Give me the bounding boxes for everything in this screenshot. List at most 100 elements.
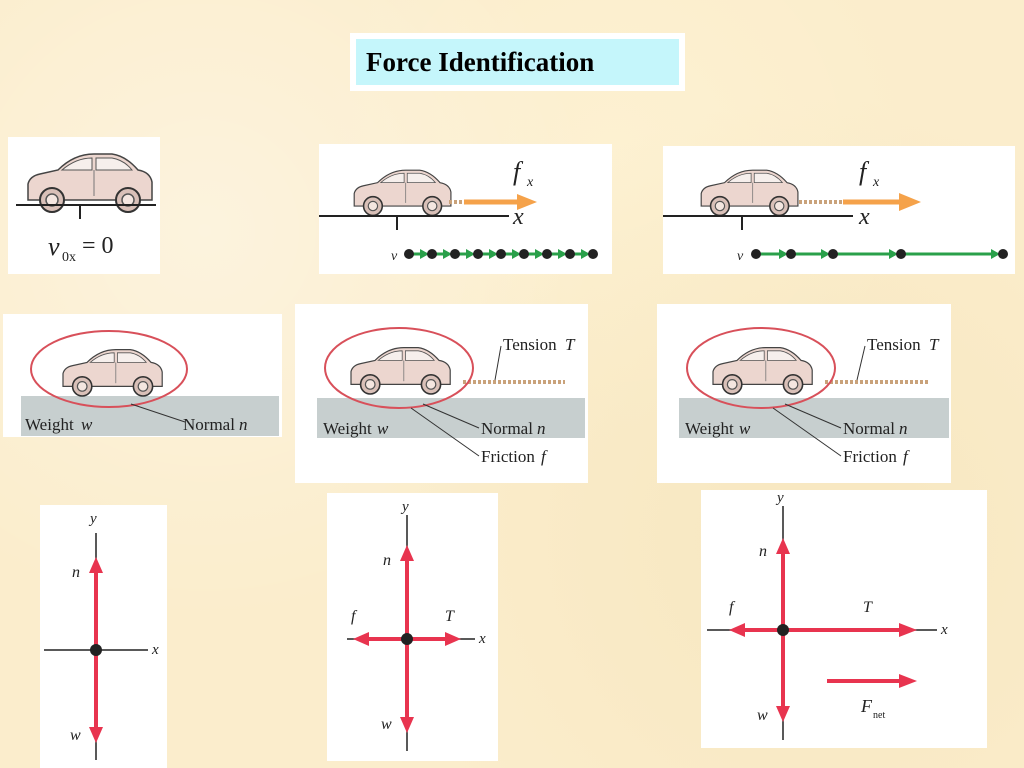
position-dot (896, 249, 906, 259)
friction-force-arrow-head (729, 623, 745, 637)
normal-force-label: n (383, 552, 391, 569)
position-dot (998, 249, 1008, 259)
ground-surface (21, 396, 279, 436)
ground-surface (317, 398, 585, 438)
tension-leader-line (494, 345, 502, 381)
fbd-net-force-diagram: y x n w f T F net (707, 490, 948, 740)
fx-arrow-head (517, 194, 537, 210)
weight-symbol: w (81, 415, 93, 434)
friction-force-arrow-head (353, 632, 369, 646)
normal-force-arrow-head (776, 538, 790, 554)
normal-symbol: n (537, 419, 546, 438)
friction-force-label: f (729, 599, 736, 616)
position-dot (588, 249, 598, 259)
title-box: Force Identification (350, 33, 685, 91)
velocity-vector-head (466, 249, 475, 259)
velocity-dots (751, 249, 1008, 259)
weight-force-label: w (70, 727, 81, 744)
tension-force-arrow-head (899, 623, 917, 637)
velocity-vector-head (489, 249, 498, 259)
position-dot (786, 249, 796, 259)
fx-label: f (513, 157, 524, 186)
car-accelerating-panel-2: f x x v (663, 146, 1015, 274)
velocity-label: v (391, 249, 398, 264)
tension-force-arrow-head (445, 632, 461, 646)
tension-symbol: T (929, 335, 940, 354)
free-body-diagram-balanced: y x n w f T (327, 493, 498, 761)
friction-leader-line (772, 407, 842, 457)
system-with-tension-panel-1: Tension T Weight w Normal n Friction f (295, 304, 588, 483)
x-axis-label: x (858, 204, 870, 230)
friction-label: Friction (843, 447, 897, 466)
velocity-vector-head (443, 249, 452, 259)
car-icon (350, 346, 452, 395)
fx-arrow-head (899, 193, 921, 211)
position-dot (450, 249, 460, 259)
v0x-subscript: 0x (62, 250, 76, 265)
weight-label: Weight (323, 419, 372, 438)
car-icon (27, 153, 153, 213)
normal-label: Normal (843, 419, 895, 438)
normal-symbol: n (899, 419, 908, 438)
normal-force-label: n (759, 543, 767, 560)
weight-label: Weight (25, 415, 74, 434)
fx-subscript: x (526, 175, 534, 190)
y-axis-label: y (775, 490, 784, 506)
normal-force-arrow-head (89, 557, 103, 573)
free-body-diagram-at-rest: y x n w (40, 505, 167, 768)
normal-leader-line (130, 403, 186, 423)
x-axis-label: x (151, 642, 159, 658)
free-body-diagram-net-force: y x n w f T F net (701, 490, 987, 748)
page-title: Force Identification (356, 39, 679, 85)
net-force-subscript: net (873, 710, 885, 721)
friction-force-label: f (351, 608, 358, 625)
velocity-vector-head (535, 249, 544, 259)
x-axis-label: x (478, 631, 486, 647)
y-axis-label: y (88, 511, 97, 527)
system-at-rest-diagram: Weight w Normal n (21, 330, 279, 436)
weight-force-arrow-head (89, 727, 103, 743)
fbd-at-rest-diagram: y x n w (44, 511, 159, 760)
particle-dot (777, 624, 789, 636)
velocity-vector-head (779, 249, 788, 259)
velocity-dots (404, 249, 598, 259)
weight-force-arrow-head (776, 706, 790, 722)
velocity-label: v (737, 249, 744, 264)
tension-symbol: T (565, 335, 576, 354)
position-dot (404, 249, 414, 259)
car-at-rest-diagram: v 0x = 0 (16, 153, 156, 265)
velocity-vector-head (889, 249, 898, 259)
net-force-label: F (860, 696, 873, 716)
system-with-tension-panel-2: Tension T Weight w Normal n Friction f (657, 304, 951, 483)
car-accelerating-diagram-2: f x x v (663, 157, 1008, 264)
car-at-rest-panel: v 0x = 0 (8, 137, 160, 274)
system-ellipse (324, 327, 474, 409)
weight-force-label: w (381, 716, 392, 733)
system-ellipse (686, 327, 836, 409)
normal-leader-line (784, 403, 842, 429)
position-dot (473, 249, 483, 259)
velocity-vector-head (991, 249, 1000, 259)
normal-label: Normal (481, 419, 533, 438)
ground-surface (679, 398, 949, 438)
y-axis-label: y (400, 499, 409, 515)
friction-label: Friction (481, 447, 535, 466)
v0x-label: v (48, 232, 60, 261)
x-axis-label: x (512, 204, 524, 230)
weight-force-arrow-head (400, 717, 414, 733)
position-dot (751, 249, 761, 259)
car-accelerating-diagram-1: f x x v (319, 157, 598, 264)
position-dot (519, 249, 529, 259)
v0x-equation: = 0 (82, 233, 114, 259)
system-at-rest-panel: Weight w Normal n (3, 314, 282, 437)
position-dot (496, 249, 506, 259)
velocity-vector-head (581, 249, 590, 259)
tension-leader-line (856, 345, 866, 381)
car-icon (353, 169, 452, 217)
friction-leader-line (410, 407, 480, 457)
position-dot (565, 249, 575, 259)
weight-symbol: w (377, 419, 389, 438)
tension-force-label: T (445, 608, 455, 625)
normal-symbol: n (239, 415, 248, 434)
normal-leader-line (422, 403, 480, 429)
